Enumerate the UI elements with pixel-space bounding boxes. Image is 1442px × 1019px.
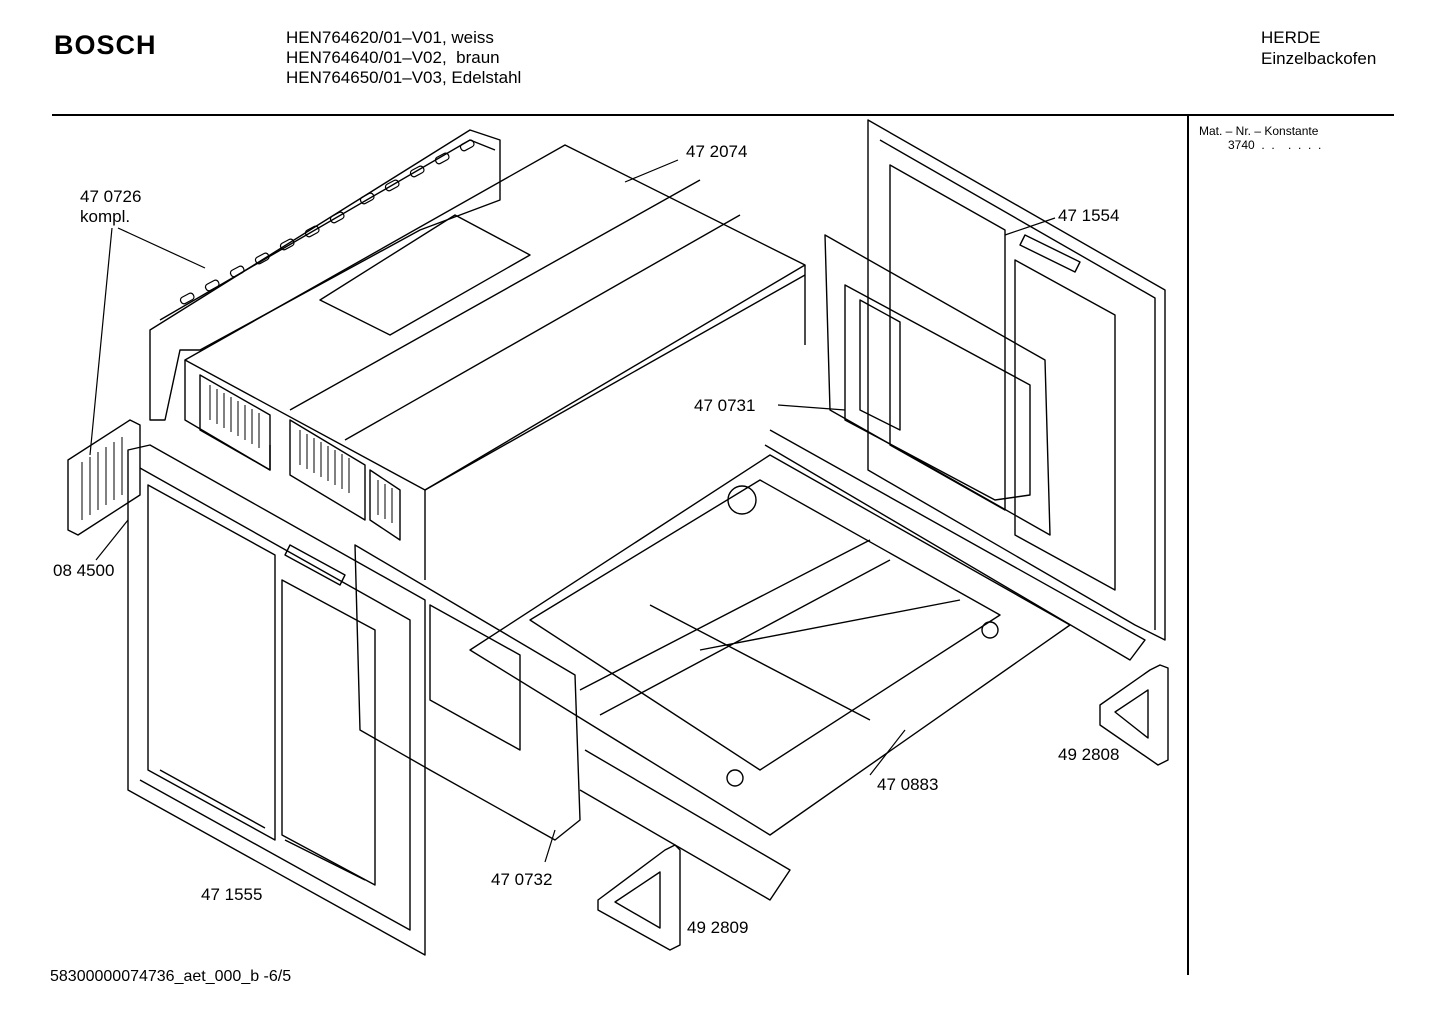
part-label-084500: 08 4500 xyxy=(53,561,115,580)
leader-470731 xyxy=(777,404,846,411)
leader-470726-b xyxy=(89,227,113,456)
leader-084500 xyxy=(95,519,129,561)
leader-lines xyxy=(89,159,1056,863)
part-label-470726: 47 0726 xyxy=(80,187,142,206)
header-divider xyxy=(52,114,1394,116)
part-label-470731: 47 0731 xyxy=(694,396,756,415)
leader-471554 xyxy=(1004,217,1056,236)
material-value: 3740 . . . . . . xyxy=(1228,138,1322,152)
material-label: Mat. – Nr. – Konstante xyxy=(1199,124,1319,138)
leader-470726-a xyxy=(117,227,206,269)
part-label-470883: 47 0883 xyxy=(877,775,939,794)
material-info: Mat. – Nr. – Konstante 3740 . . . . . . xyxy=(1199,124,1321,152)
model-line-1: HEN764620/01–V01, weiss xyxy=(286,28,494,47)
category-sub: Einzelbackofen xyxy=(1261,49,1377,68)
bracket-left-part xyxy=(597,844,681,951)
leader-470732 xyxy=(544,829,556,863)
leader-470883 xyxy=(869,729,906,776)
part-label-472074: 47 2074 xyxy=(686,142,748,161)
model-list: HEN764620/01–V01, weiss HEN764640/01–V02… xyxy=(286,28,521,88)
model-line-2: HEN764640/01–V02, braun xyxy=(286,48,500,67)
top-housing-part xyxy=(184,144,806,580)
part-label-470726-note: kompl. xyxy=(80,207,131,226)
right-side-panel-part xyxy=(867,119,1166,641)
bottom-frame-part xyxy=(469,429,1146,901)
category-main: HERDE xyxy=(1261,28,1321,47)
rear-grille-part xyxy=(67,419,141,536)
part-label-471555: 47 1555 xyxy=(201,885,263,904)
side-divider xyxy=(1187,116,1189,975)
brand-logo: BOSCH xyxy=(54,30,157,60)
category: HERDE Einzelbackofen xyxy=(1261,27,1376,69)
inner-right-liner-part xyxy=(824,234,1051,536)
part-label-492808: 49 2808 xyxy=(1058,745,1120,764)
leader-472074 xyxy=(624,159,679,183)
left-side-panel-part xyxy=(127,444,426,956)
part-label-492809: 49 2809 xyxy=(687,918,749,937)
part-label-471554: 47 1554 xyxy=(1058,206,1120,225)
document-id: 58300000074736_aet_000_b -6/5 xyxy=(50,968,292,985)
model-line-3: HEN764650/01–V03, Edelstahl xyxy=(286,68,522,87)
inner-left-liner-part xyxy=(354,544,581,841)
part-label-470732: 47 0732 xyxy=(491,870,553,889)
bracket-right-part xyxy=(1099,664,1169,766)
